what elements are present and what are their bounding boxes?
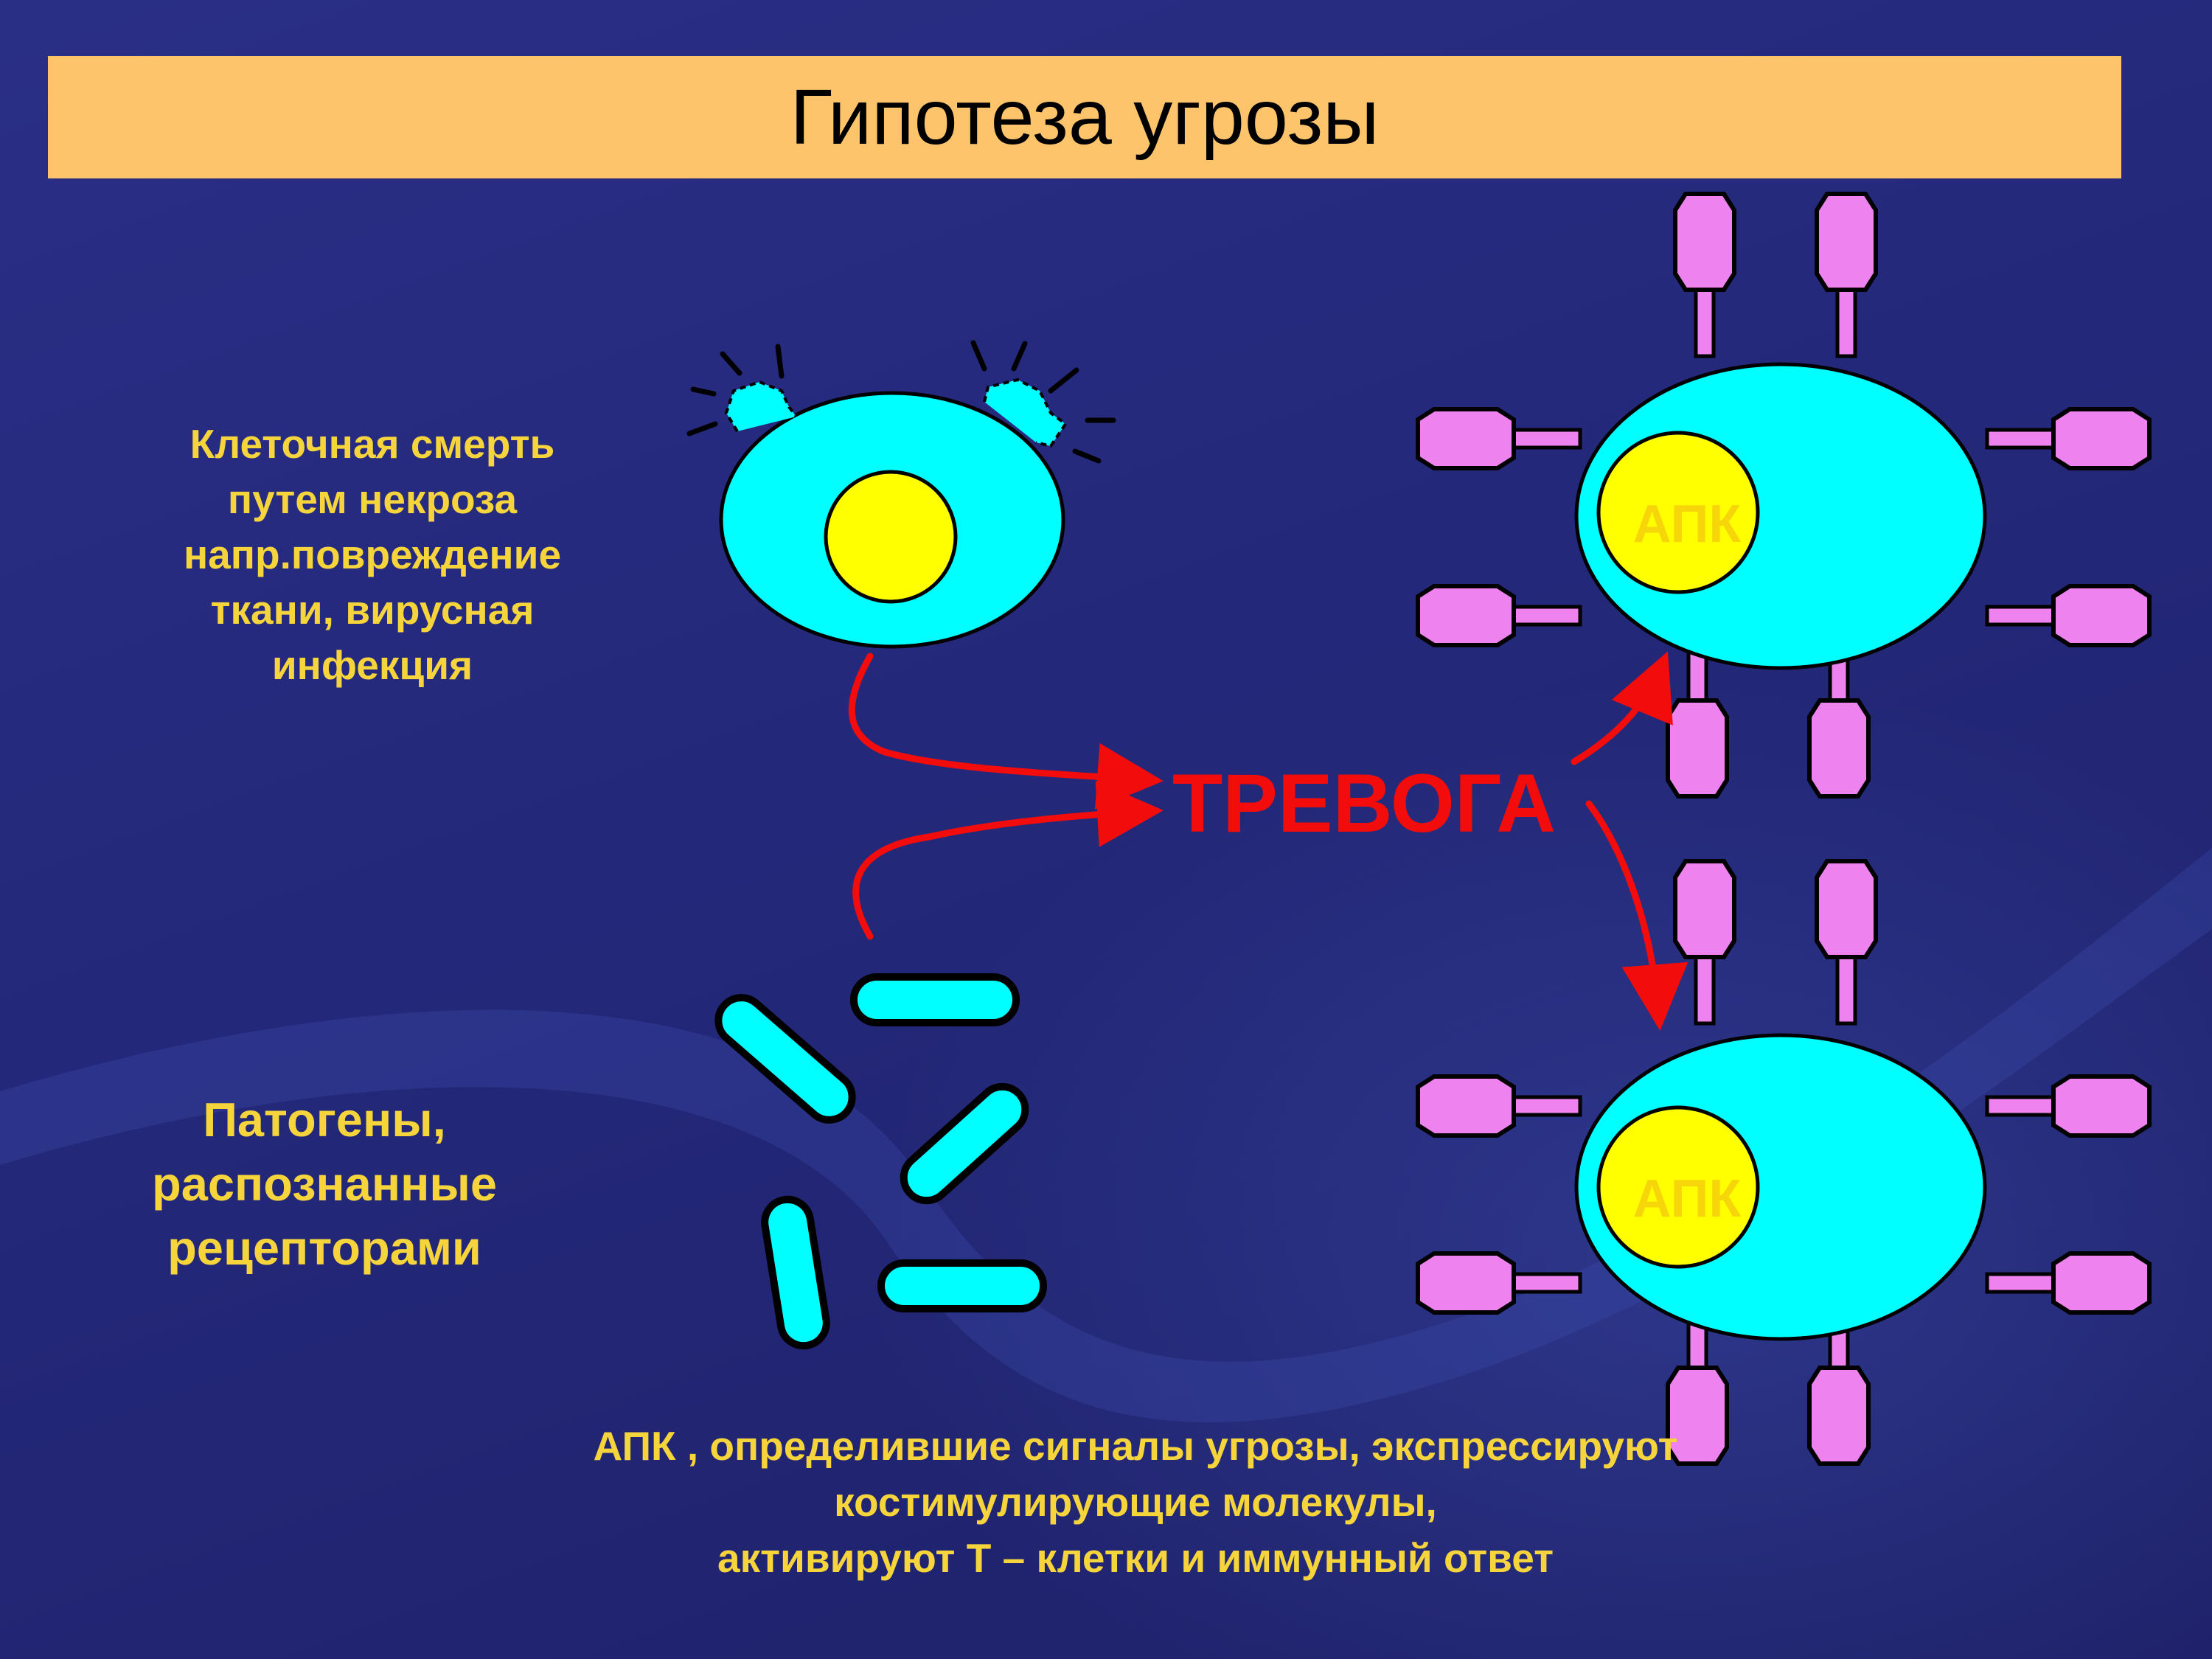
pathogen-label-line: распознанные bbox=[151, 1157, 497, 1211]
apc-cell-top: АПК bbox=[1418, 194, 2149, 796]
pathogens bbox=[714, 973, 1047, 1350]
arrow-alarm-to-apc-top bbox=[1571, 651, 1673, 765]
apc-cell-bottom: АПК bbox=[1418, 861, 2149, 1464]
arrow-alarm-to-apc-bottom bbox=[1585, 800, 1688, 1031]
pathogen-rod bbox=[714, 994, 856, 1124]
arrow-necrosis-to-alarm bbox=[848, 653, 1164, 810]
pathogen-label: Патогены, распознанные рецепторами bbox=[81, 1088, 568, 1280]
necrosis-label: Клеточная смерть путем некроза напр.повр… bbox=[111, 417, 634, 693]
pathogen-label-line: рецепторами bbox=[167, 1221, 481, 1275]
pathogen-rod bbox=[900, 1082, 1029, 1205]
title-bar: Гипотеза угрозы bbox=[48, 56, 2121, 178]
caption-line: костимулирующие молекулы, bbox=[834, 1479, 1437, 1525]
necrotic-cell bbox=[719, 378, 1068, 649]
necrosis-label-line: напр.повреждение bbox=[183, 532, 562, 577]
pathogen-rod bbox=[877, 1259, 1047, 1312]
necrosis-label-line: ткани, вирусная bbox=[210, 587, 535, 633]
bottom-caption: АПК , определившие сигналы угрозы, экспр… bbox=[369, 1418, 1902, 1586]
necrosis-label-line: Клеточная смерть bbox=[189, 421, 555, 467]
page-title: Гипотеза угрозы bbox=[790, 73, 1380, 161]
necrosis-burst-lines bbox=[686, 340, 1116, 464]
pathogen-label-line: Патогены, bbox=[203, 1093, 446, 1147]
pathogen-rod bbox=[850, 973, 1020, 1026]
alarm-label: ТРЕВОГА bbox=[1172, 757, 1556, 849]
alarm-arrows bbox=[848, 651, 1688, 1031]
necrosis-label-line: путем некроза bbox=[227, 476, 518, 522]
necrotic-cell-nucleus bbox=[824, 470, 958, 604]
apc-label-bottom: АПК bbox=[1633, 1169, 1742, 1228]
necrosis-label-line: инфекция bbox=[271, 642, 473, 688]
pathogen-rod bbox=[761, 1195, 830, 1350]
arrow-pathogen-to-alarm bbox=[852, 781, 1164, 940]
apc-label-top: АПК bbox=[1633, 495, 1742, 554]
caption-line: АПК , определившие сигналы угрозы, экспр… bbox=[593, 1423, 1678, 1469]
caption-line: активируют Т – клетки и иммунный ответ bbox=[717, 1535, 1554, 1581]
